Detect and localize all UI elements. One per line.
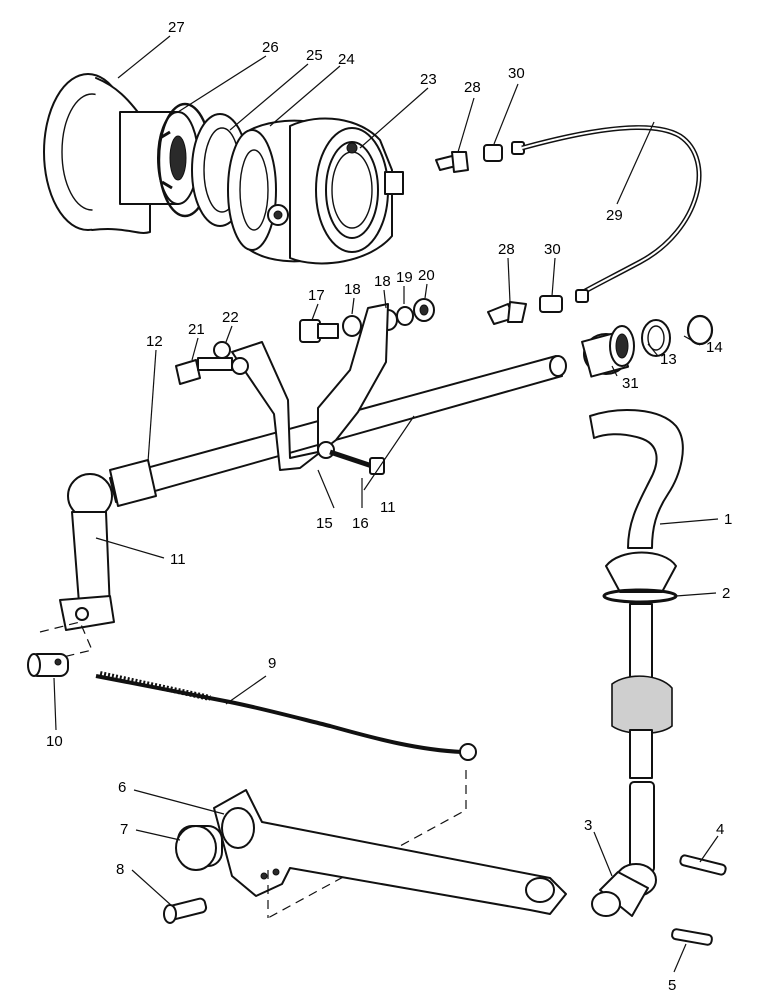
callout-3: 3: [584, 817, 592, 834]
callout-28-lower: 28: [498, 241, 515, 258]
callout-14: 14: [706, 339, 723, 356]
callout-18-left: 18: [344, 281, 361, 298]
callout-labels: 27 26 25 24 23 28 30 29 28 30 17 18 18 1…: [46, 19, 732, 994]
callout-16: 16: [352, 515, 369, 532]
callout-7: 7: [120, 821, 128, 838]
grease-fitting-upper: [435, 141, 525, 173]
washer-13: [641, 319, 671, 357]
callout-8: 8: [116, 861, 124, 878]
grease-tube-29: [521, 125, 702, 297]
pin-10: [27, 653, 69, 677]
callout-30-lower: 30: [544, 241, 561, 258]
callout-1: 1: [724, 511, 732, 528]
bolt-16: [329, 449, 385, 475]
leader-lines: [53, 35, 719, 973]
callout-15: 15: [316, 515, 333, 532]
callout-6: 6: [118, 779, 126, 796]
callout-22: 22: [222, 309, 239, 326]
callout-23: 23: [420, 71, 437, 88]
callout-9: 9: [268, 655, 276, 672]
grease-fitting-lower: [487, 289, 589, 325]
gear-lever-1: [589, 409, 684, 549]
callout-5: 5: [668, 977, 676, 994]
pin-8: [163, 897, 208, 924]
callout-18-right: 18: [374, 273, 391, 290]
lever-boot-and-ring-2: [602, 551, 678, 604]
bushing-7: [175, 825, 223, 871]
lever-arm-11: [59, 473, 115, 631]
bolt-21-and-washer-22: [175, 341, 233, 385]
callout-19: 19: [396, 269, 413, 286]
callout-25: 25: [306, 47, 323, 64]
bushing-31: [581, 325, 635, 378]
pedal-lever-6: [213, 789, 567, 915]
rod-9: [95, 671, 477, 761]
alignment-line-10: [29, 621, 93, 666]
callout-10: 10: [46, 733, 63, 750]
callout-11-arm: 11: [170, 551, 186, 568]
pin-5: [671, 928, 713, 946]
callout-4: 4: [716, 821, 724, 838]
lever-shaft: [611, 603, 673, 873]
callout-26: 26: [262, 39, 279, 56]
callout-24: 24: [338, 51, 355, 68]
callout-28-upper: 28: [464, 79, 481, 96]
callout-21: 21: [188, 321, 205, 338]
release-fork-15: [231, 303, 389, 471]
callout-31: 31: [622, 375, 639, 392]
bearing-housing-23: [267, 117, 404, 265]
callout-20: 20: [418, 267, 435, 284]
callout-12: 12: [146, 333, 163, 350]
release-bearing-carrier-27: [43, 73, 199, 234]
callout-30-upper: 30: [508, 65, 525, 82]
callout-29: 29: [606, 207, 623, 224]
fitting-and-washers-17-20: [299, 298, 435, 343]
pin-4: [679, 854, 727, 876]
callout-27: 27: [168, 19, 185, 36]
circlip-14: [686, 314, 714, 346]
callout-17: 17: [308, 287, 325, 304]
callout-labels-direct: 15 16 22: [222, 309, 369, 532]
callout-13: 13: [660, 351, 677, 368]
lever-socket-3: [591, 863, 657, 917]
callout-11-shaft: 11: [380, 499, 396, 516]
callout-2: 2: [722, 585, 730, 602]
